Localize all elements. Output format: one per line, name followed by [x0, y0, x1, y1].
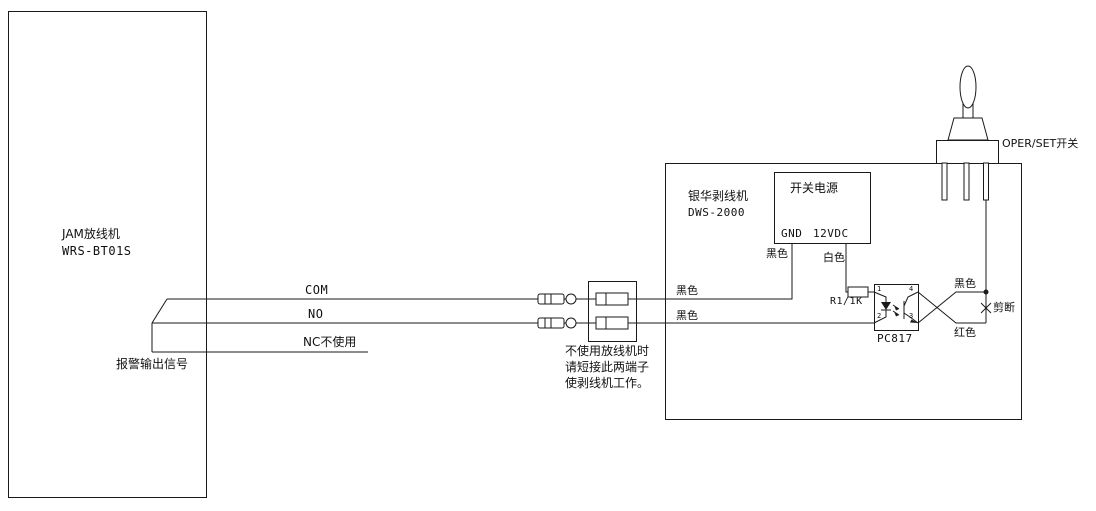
input-wire-top-label: 黑色 — [676, 284, 698, 297]
resistor-label: R1/1K — [830, 296, 863, 307]
switch-black-wire-label: 黑色 — [954, 277, 976, 290]
pc817-pin4-label: 4 — [909, 285, 914, 293]
optocoupler-label: PC817 — [877, 332, 913, 345]
nc-wire-label: NC不使用 — [303, 335, 357, 349]
pc817-pin1-label: 1 — [877, 285, 882, 293]
cut-mark-icon — [980, 302, 992, 314]
psu-12v-terminal: 12VDC — [813, 227, 849, 240]
switch-pin-right — [983, 162, 989, 201]
stripper-machine-name: 银华剥线机 — [688, 189, 749, 203]
payoff-machine-box — [8, 11, 207, 498]
relay-contact-arm — [151, 298, 168, 324]
junction-dot — [983, 289, 989, 295]
jumper-note-line2: 请短接此两端子 — [565, 360, 650, 374]
red-wire-cross — [917, 291, 986, 324]
spade-connector-bottom — [537, 317, 577, 329]
switch-handle — [959, 65, 977, 109]
com-wire-line — [167, 243, 793, 300]
v12-wire-line — [845, 243, 874, 293]
oper-set-switch-label: OPER/SET开关 — [1002, 137, 1079, 150]
input-wire-bottom-label: 黑色 — [676, 309, 698, 322]
psu-gnd-wire-label: 黑色 — [766, 247, 788, 260]
psu-title: 开关电源 — [790, 181, 839, 195]
jumper-note-line3: 使剥线机工作。 — [565, 376, 650, 390]
terminal-block — [588, 281, 637, 342]
switch-pin-middle — [963, 162, 970, 201]
pc817-pin3-label: 3 — [909, 312, 914, 320]
stripper-machine-box — [665, 163, 1022, 420]
no-wire-label: NO — [308, 307, 324, 321]
black-wire-cross — [917, 291, 986, 324]
alarm-output-label: 报警输出信号 — [116, 357, 189, 371]
jumper-note-line1: 不使用放线机时 — [565, 344, 650, 358]
led-symbol — [881, 302, 891, 310]
switch-body — [936, 140, 999, 164]
pc817-optocoupler — [873, 284, 919, 331]
pc817-pin2-label: 2 — [877, 312, 882, 320]
cut-label: 剪断 — [993, 301, 1015, 314]
switch-pin-left — [941, 162, 948, 201]
toggle-switch-symbol — [936, 65, 999, 201]
psu-box — [774, 172, 871, 244]
payoff-machine-name: JAM放线机 — [62, 227, 120, 241]
psu-12v-wire-label: 白色 — [823, 251, 845, 264]
switch-red-wire-label: 红色 — [954, 326, 976, 339]
resistor-symbol — [847, 286, 869, 298]
payoff-machine-model: WRS-BT01S — [62, 244, 132, 258]
spade-connector-top — [537, 293, 577, 305]
com-wire-label: COM — [305, 283, 329, 297]
stripper-machine-model: DWS-2000 — [688, 206, 745, 219]
switch-bushing — [947, 117, 989, 141]
psu-gnd-terminal: GND — [781, 227, 803, 240]
